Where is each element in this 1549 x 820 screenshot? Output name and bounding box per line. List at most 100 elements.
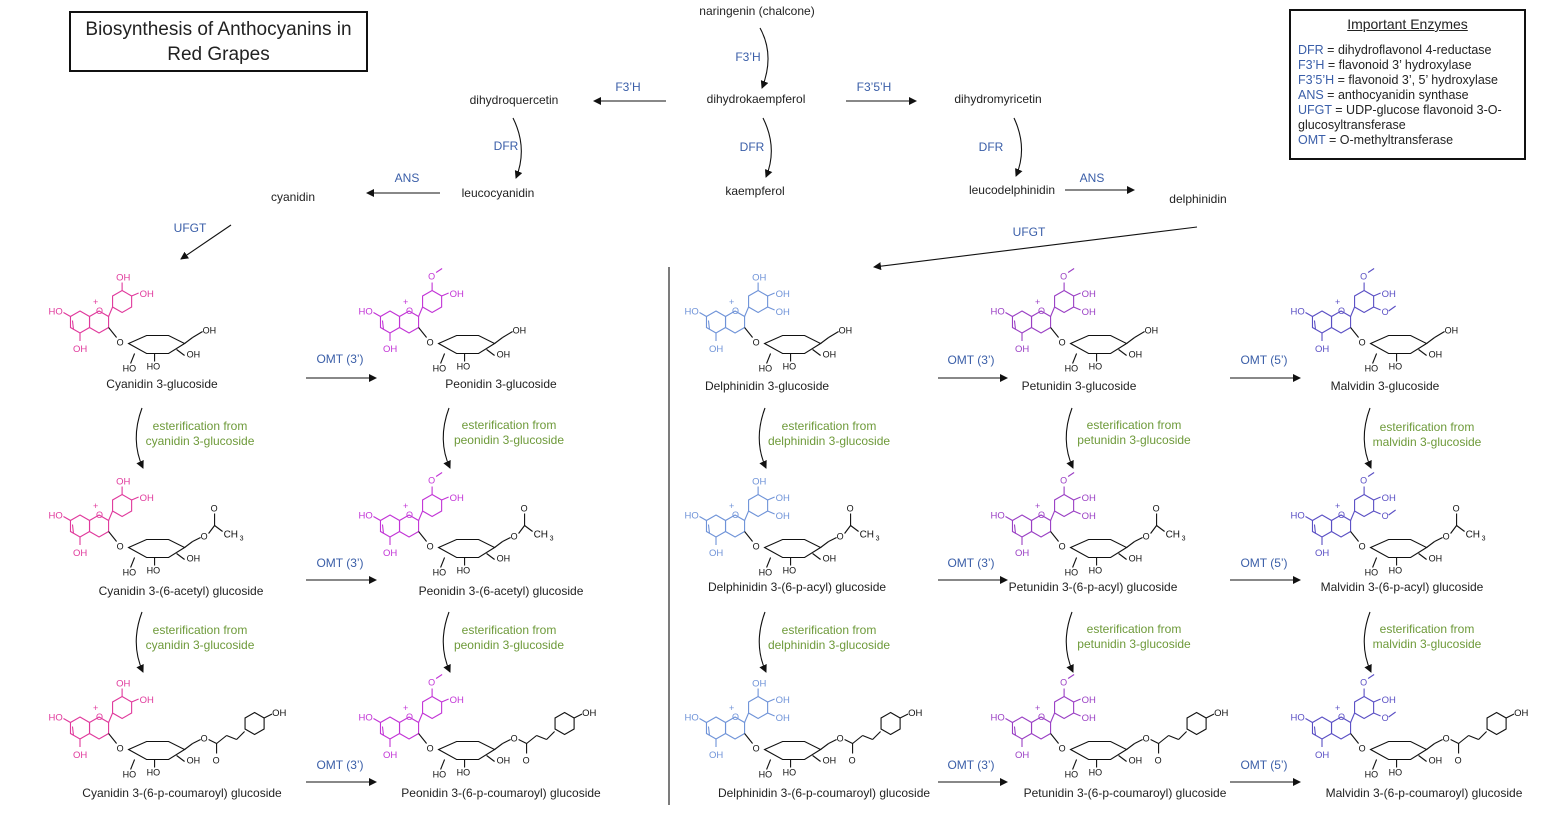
- hydroxyl-label: OH: [1315, 548, 1329, 559]
- hydroxyl-label: OH: [709, 548, 723, 559]
- omt-label: OMT (3’): [947, 353, 995, 367]
- compound-label-cyanidin-acetyl: Cyanidin 3-(6-acetyl) glucoside: [98, 584, 264, 598]
- hydroxyl-label: HO: [358, 713, 372, 724]
- diagram-title: Biosynthesis of Anthocyanins in Red Grap…: [69, 11, 368, 72]
- hydroxyl-label: HO: [123, 364, 136, 374]
- oxygen-label: O: [753, 744, 760, 754]
- hydroxyl-label: OH: [709, 750, 723, 761]
- hydroxyl-label: OH: [1129, 554, 1143, 564]
- hydroxyl-label: OH: [1382, 695, 1396, 706]
- hydroxyl-label: HO: [1089, 362, 1103, 372]
- hydroxyl-label: OH: [116, 679, 130, 690]
- omt-label: OMT (3’): [316, 758, 364, 772]
- hydroxyl-label: HO: [1389, 566, 1403, 576]
- hydroxyl-label: HO: [1290, 713, 1304, 724]
- hydroxyl-label: OH: [1315, 344, 1329, 355]
- methyl-label: CH: [1166, 530, 1180, 541]
- oxygen-label: O: [1038, 306, 1045, 316]
- hydroxyl-label: HO: [759, 364, 773, 374]
- hydroxyl-label: HO: [1365, 568, 1379, 578]
- compound-label-malvidin-3-glucoside: Malvidin 3-glucoside: [1330, 379, 1440, 393]
- oxygen-label: O: [1059, 744, 1066, 754]
- subscript-label: 3: [240, 536, 244, 543]
- hydroxyl-label: OH: [1129, 350, 1143, 360]
- hydroxyl-label: OH: [1082, 493, 1096, 504]
- oxygen-label: O: [96, 306, 103, 316]
- methoxy-label: O: [1360, 678, 1367, 688]
- hydroxyl-label: HO: [358, 511, 372, 522]
- hydroxyl-label: OH: [1082, 307, 1096, 318]
- node-leucodelphinidin: leucodelphinidin: [968, 183, 1056, 197]
- charge-label: +: [403, 703, 408, 713]
- enzyme-label-f3h: F3’H: [615, 80, 641, 94]
- methoxy-label: O: [428, 476, 435, 486]
- hydroxyl-label: OH: [140, 493, 154, 504]
- hydroxyl-label: OH: [1429, 756, 1443, 766]
- compound-label-petunidin-acyl: Petunidin 3-(6-p-acyl) glucoside: [1008, 580, 1178, 594]
- arrow-dfr: [762, 117, 773, 178]
- hydroxyl-label: OH: [272, 708, 286, 719]
- omt-label: OMT (3’): [947, 556, 995, 570]
- subscript-label: 3: [876, 536, 880, 543]
- compound-label-delphinidin-3-glucoside: Delphinidin 3-glucoside: [704, 379, 830, 393]
- enzyme-label-dfr: DFR: [739, 140, 765, 154]
- hydroxyl-label: OH: [513, 326, 527, 336]
- hydroxyl-label: OH: [383, 750, 397, 761]
- hydroxyl-label: OH: [839, 326, 853, 336]
- oxygen-label: O: [1143, 734, 1150, 744]
- oxygen-label: O: [732, 510, 739, 520]
- hydroxyl-label: OH: [116, 477, 130, 488]
- oxygen-label: O: [849, 756, 856, 766]
- compound-label-cyanidin-3-glucoside: Cyanidin 3-glucoside: [106, 377, 218, 391]
- hydroxyl-label: OH: [709, 344, 723, 355]
- hydroxyl-label: OH: [1082, 289, 1096, 300]
- hydroxyl-label: HO: [1365, 770, 1379, 780]
- hydroxyl-label: OH: [752, 477, 766, 488]
- compound-label-cyanidin-coumaroyl: Cyanidin 3-(6-p-coumaroyl) glucoside: [82, 786, 282, 800]
- oxygen-label: O: [406, 712, 413, 722]
- oxygen-label: O: [732, 306, 739, 316]
- oxygen-label: O: [1038, 712, 1045, 722]
- oxygen-label: O: [837, 734, 844, 744]
- oxygen-label: O: [427, 542, 434, 552]
- hydroxyl-label: OH: [73, 548, 87, 559]
- compound-label-petunidin-coumaroyl: Petunidin 3-(6-p-coumaroyl) glucoside: [1023, 786, 1227, 800]
- methoxy-label: O: [1060, 272, 1067, 282]
- methyl-label: CH: [534, 530, 548, 541]
- hydroxyl-label: OH: [1382, 493, 1396, 504]
- oxygen-label: O: [201, 734, 208, 744]
- compound-label-malvidin-acyl: Malvidin 3-(6-p-acyl) glucoside: [1320, 580, 1484, 594]
- charge-label: +: [1335, 703, 1340, 713]
- compound-label-peonidin-coumaroyl: Peonidin 3-(6-p-coumaroyl) glucoside: [401, 786, 601, 800]
- subscript-label: 3: [550, 536, 554, 543]
- oxygen-label: O: [117, 338, 124, 348]
- oxygen-label: O: [1359, 338, 1366, 348]
- legend-row: DFR = dihydroflavonol 4-reductase: [1298, 43, 1492, 57]
- hydroxyl-label: HO: [1089, 566, 1103, 576]
- node-leucocyanidin: leucocyanidin: [461, 186, 535, 200]
- methoxy-label: O: [1382, 511, 1389, 521]
- hydroxyl-label: OH: [497, 350, 511, 360]
- enzyme-label-ans: ANS: [1079, 171, 1105, 185]
- oxygen-label: O: [1059, 338, 1066, 348]
- compound-label-petunidin-3-glucoside: Petunidin 3-glucoside: [1021, 379, 1137, 393]
- node-dihydroquercetin: dihydroquercetin: [469, 93, 559, 107]
- enzyme-label-ans: ANS: [394, 171, 420, 185]
- compound-label-delphinidin-acyl: Delphinidin 3-(6-p-acyl) glucoside: [707, 580, 887, 594]
- oxygen-label: O: [1038, 510, 1045, 520]
- hydroxyl-label: OH: [1514, 708, 1528, 719]
- hydroxyl-label: OH: [203, 326, 217, 336]
- compound-label-malvidin-coumaroyl: Malvidin 3-(6-p-coumaroyl) glucoside: [1325, 786, 1523, 800]
- hydroxyl-label: HO: [1065, 568, 1079, 578]
- hydroxyl-label: OH: [497, 554, 511, 564]
- hydroxyl-label: OH: [776, 493, 790, 504]
- arrow-dfr: [512, 117, 523, 179]
- enzyme-label-f35h: F3’5’H: [856, 80, 892, 94]
- hydroxyl-label: OH: [73, 344, 87, 355]
